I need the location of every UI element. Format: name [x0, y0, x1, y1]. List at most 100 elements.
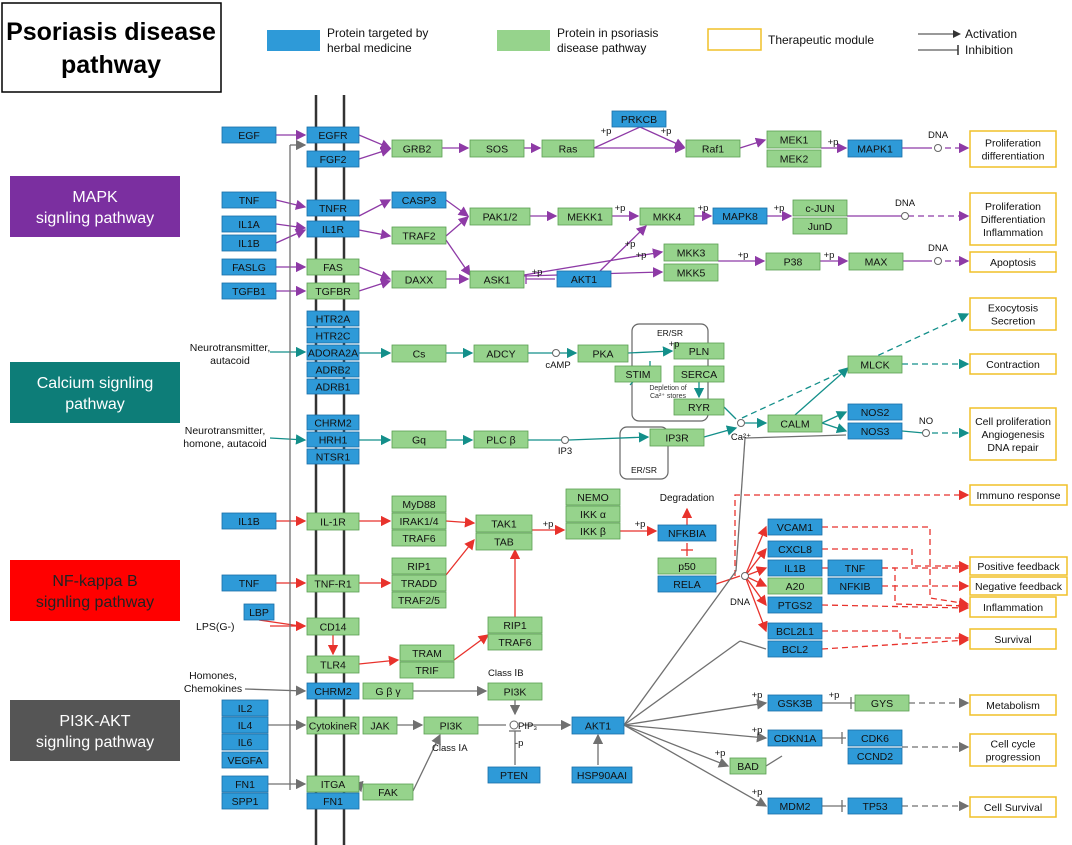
node-label: JunD [808, 221, 833, 233]
pathway-edge [623, 724, 730, 768]
node-bcl2l1: BCL2L1 [767, 622, 823, 640]
title-line-2: pathway [61, 51, 161, 79]
node-tak1: TAK1 [475, 514, 533, 533]
node-label: PI3K [440, 721, 463, 733]
node-label: SPP1 [232, 796, 259, 808]
node-box [306, 512, 360, 531]
node-tab: TAB [475, 532, 533, 551]
node-mdm2: MDM2 [767, 797, 823, 815]
module-label: Inflammation [983, 602, 1043, 614]
node-box [639, 207, 695, 226]
node-label: RIP1 [407, 561, 431, 573]
junction-circle [737, 419, 745, 427]
node-traf25: TRAF2/5 [391, 591, 447, 609]
node-box [577, 344, 629, 363]
junction-circle [561, 436, 569, 444]
node-label: IL-1R [320, 517, 346, 529]
node-label: CCND2 [857, 751, 893, 763]
node-nfkib: NFKIB [827, 577, 883, 595]
node-label: PI3K [504, 687, 527, 699]
node-p38: P38 [765, 252, 821, 271]
node-box [673, 398, 725, 416]
node-box [306, 792, 360, 810]
node-label: TNF-R1 [314, 579, 351, 591]
node-box [221, 512, 277, 530]
node-fn1b: FN1 [306, 792, 360, 810]
node-il1a: IL1A [221, 215, 277, 233]
node-box [614, 365, 662, 383]
dna-label: DNA [895, 198, 916, 209]
node-box [712, 207, 768, 225]
node-label: FN1 [235, 779, 255, 791]
node-box [767, 694, 823, 712]
legend-inhibition-text: Inhibition [965, 43, 1013, 57]
node-tnf2: TNF [221, 574, 277, 592]
pathway-edge [445, 538, 475, 576]
phospho-label: +p [532, 267, 543, 278]
node-label: RYR [688, 402, 710, 414]
phospho-label: +p [698, 203, 709, 214]
node-chrm2a: CHRM2 [306, 414, 360, 431]
node-box [469, 139, 525, 158]
node-label: Ras [559, 144, 578, 156]
node-tnf3: TNF [827, 559, 883, 577]
pathway-edge [445, 199, 470, 217]
node-gby: G β γ [362, 682, 414, 700]
node-tradd: TRADD [391, 574, 447, 592]
node-label: IL1B [784, 563, 806, 575]
node-box [673, 365, 725, 383]
node-box [221, 775, 269, 793]
pathway-edge [358, 199, 392, 217]
node-label: IP3R [665, 433, 689, 445]
pathway-edge [358, 266, 392, 281]
node-label: c-JUN [805, 203, 834, 215]
node-gys: GYS [854, 694, 910, 712]
module-inflam: Inflammation [969, 596, 1057, 618]
node-label: ADRB2 [315, 365, 350, 377]
node-fak: FAK [362, 783, 414, 801]
node-box [469, 207, 531, 226]
node-box [473, 344, 529, 363]
node-box [306, 126, 360, 144]
node-tgfbr: TGFBR [306, 282, 360, 300]
pathway-edge [627, 346, 674, 357]
node-nos3: NOS3 [847, 422, 903, 440]
node-bad: BAD [729, 757, 767, 775]
node-daxx: DAXX [391, 270, 447, 289]
pathway-edge [744, 434, 847, 439]
pathway-edge [744, 547, 767, 577]
calcium-label: Ca²⁺ [731, 432, 751, 443]
node-rela: RELA [657, 575, 717, 593]
node-htr2c: HTR2C [306, 327, 360, 344]
module-posfb: Positive feedback [969, 556, 1068, 576]
node-cytokiner: CytokineR [306, 716, 360, 735]
node-box [221, 258, 277, 276]
node-box [475, 532, 533, 551]
node-box [792, 217, 848, 235]
node-box [306, 682, 360, 700]
node-label: FAS [323, 262, 343, 274]
node-box [767, 577, 823, 595]
node-box [306, 716, 360, 735]
node-label: FAK [378, 787, 398, 799]
node-box [221, 792, 269, 810]
node-gsk3b: GSK3B [767, 694, 823, 712]
node-faslg: FASLG [221, 258, 277, 276]
node-box [729, 757, 767, 775]
node-box [767, 622, 823, 640]
input-label-neurotransmitter: Neurotransmitter,autacoid [190, 342, 271, 367]
node-label: SOS [486, 144, 508, 156]
minus-p-label: -p [515, 738, 523, 749]
pathway-edge [822, 548, 970, 572]
node-box [767, 797, 823, 815]
node-plcb: PLC β [473, 430, 529, 449]
node-label: TP53 [862, 801, 887, 813]
module-label: Apoptosis [990, 257, 1036, 269]
